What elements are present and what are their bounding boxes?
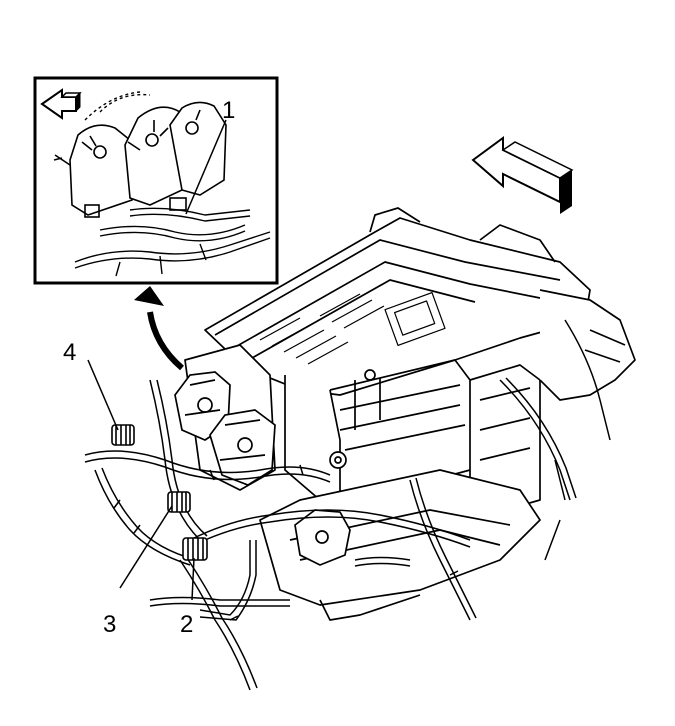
inset-direction-arrow-icon [40, 88, 82, 120]
hvac-module-assembly [184, 207, 636, 621]
callout-2-leader [191, 557, 195, 601]
inset-actuators [53, 101, 227, 218]
connector-2 [182, 537, 208, 561]
callout-2-label: 2 [180, 611, 193, 638]
callout-1-leader [185, 119, 227, 215]
callout-3-label: 3 [103, 611, 116, 638]
connector-4 [111, 424, 135, 446]
inset-wiring-harness [74, 91, 271, 277]
main-wiring-harness [84, 319, 611, 691]
callout-4-label: 4 [63, 339, 76, 366]
callout-3-leader [119, 505, 173, 589]
callout-1-label: 1 [222, 97, 235, 124]
callout-4-leader [87, 359, 119, 431]
connector-3 [167, 491, 191, 513]
inset-pointer-curved-arrow-icon [134, 286, 184, 371]
mode-actuator-upper [174, 371, 231, 441]
main-direction-arrow-icon [471, 136, 574, 214]
module-vent-grille [259, 291, 446, 365]
mode-actuator-lower [209, 409, 276, 486]
detail-inset: 1 [33, 76, 279, 285]
